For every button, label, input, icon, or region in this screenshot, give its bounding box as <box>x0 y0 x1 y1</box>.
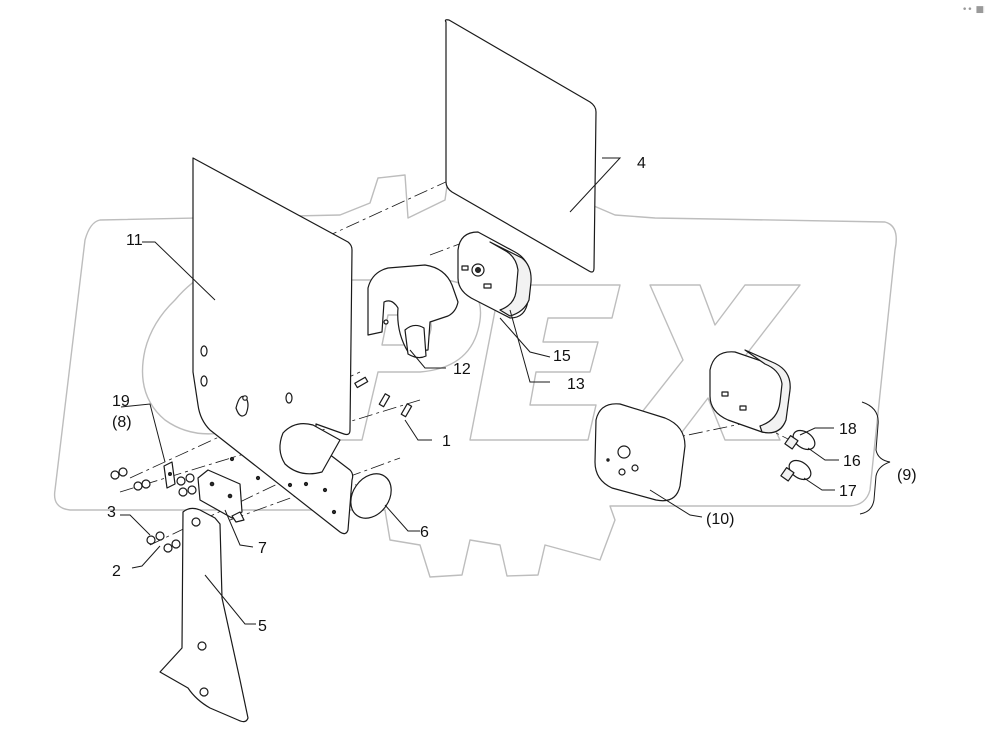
lamp-part-15 <box>457 231 532 319</box>
callout-8: (8) <box>112 414 132 431</box>
nuts-and-washers <box>110 467 197 553</box>
callout-10: (10) <box>706 511 734 528</box>
bracket-arm-part-5 <box>159 507 249 723</box>
leader-lines <box>120 157 839 625</box>
clamp-plate-part-7 <box>197 469 245 523</box>
lens-part-18 <box>709 349 791 434</box>
bracket-part-19 <box>163 461 176 489</box>
callout-13: 13 <box>567 376 585 393</box>
callout-6: 6 <box>420 524 429 541</box>
reflector-part-6 <box>279 423 392 519</box>
callout-18: 18 <box>839 421 857 438</box>
bolts-part-1 <box>354 376 413 418</box>
callout-17: 17 <box>839 483 857 500</box>
plate-part-4 <box>444 19 597 273</box>
callout-3: 3 <box>107 504 116 521</box>
brace-9 <box>859 401 891 515</box>
callout-19: 19 <box>112 393 130 410</box>
callout-7: 7 <box>258 540 267 557</box>
callout-labels: 4 11 12 15 13 1 19 (8) 3 2 7 5 6 (10) 18… <box>107 155 917 635</box>
callout-2: 2 <box>112 563 121 580</box>
callout-1: 1 <box>442 433 451 450</box>
bulbs-part-16-17 <box>780 429 816 482</box>
callout-11: 11 <box>126 232 143 249</box>
callout-9: (9) <box>897 467 917 484</box>
callout-5: 5 <box>258 618 267 635</box>
corner-mark: •• ■■ <box>962 5 985 15</box>
callout-12: 12 <box>453 361 471 378</box>
housing-part-12 <box>367 264 459 359</box>
callout-16: 16 <box>843 453 861 470</box>
callout-15: 15 <box>553 348 571 365</box>
tail-lamp-part-10 <box>594 403 686 502</box>
callout-4: 4 <box>637 155 646 172</box>
